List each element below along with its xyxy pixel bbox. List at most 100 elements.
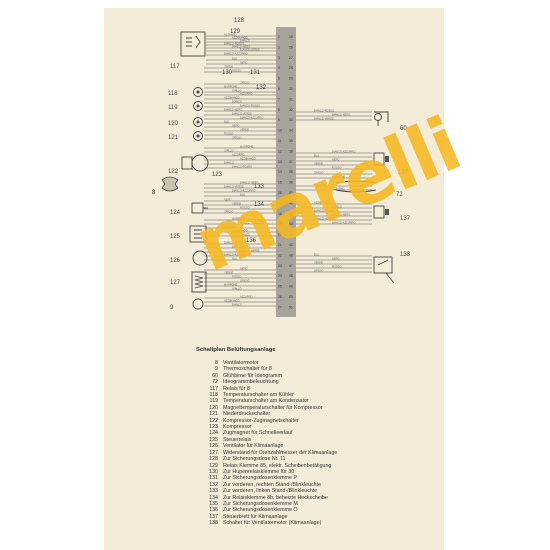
- wire-color-label: VERDE: [224, 270, 233, 274]
- wire-color-label: AZZURRO: [224, 32, 237, 36]
- connector-pin-left: 25: [278, 285, 282, 289]
- connector-pin-left: 2: [278, 45, 280, 49]
- legend-item-number: 132: [209, 481, 218, 488]
- control-relay-125: [189, 225, 207, 243]
- connector-pin-left: 21: [278, 243, 282, 247]
- connector-pin-left: 15: [278, 181, 282, 185]
- wire-color-label: BIANCO-NERO: [232, 44, 250, 48]
- legend-item-number: 126: [209, 443, 218, 450]
- component-number-label: 121: [168, 135, 179, 141]
- component-number-label: 136: [246, 238, 257, 244]
- wire-color-label: MARRONE: [332, 174, 346, 178]
- control-board-137-mid: [373, 205, 389, 219]
- legend-item-number: 60: [212, 372, 218, 379]
- wire-color-label: BLU: [224, 119, 229, 123]
- wire-color-label: BIANCO-NERO: [232, 244, 250, 248]
- wire-color-label: BIANCO: [240, 38, 250, 42]
- connector-pin-right: 39: [289, 181, 293, 185]
- wire-color-label: ROSSO: [224, 131, 233, 135]
- legend-item: 60 Glühbirne für Ideogramm: [196, 373, 436, 379]
- connector-pin-right: 35: [289, 139, 293, 143]
- connector-pin-right: 48: [289, 274, 293, 278]
- legend-item-text: Widerstand für Drehzahlmesser der Klimaa…: [223, 449, 338, 456]
- wire-color-label: MARRONE: [224, 84, 238, 88]
- legend-item-text: Kompressor-Zugmagnetschalter: [223, 417, 299, 424]
- wire-color-label: BIANCO-ROSSO: [314, 108, 334, 112]
- legend-item-text: Kompressor: [223, 424, 252, 431]
- wire-color-labels: AZZURROAZZ/BIANCOBIANCOBIANCO-ROSSOBIANC…: [224, 32, 355, 306]
- connector-pin-left: 18: [278, 212, 282, 216]
- connector-pin-right: 33: [289, 118, 293, 122]
- wire-color-label: BIANCO-AZZURRO: [332, 220, 355, 224]
- fan-switch-138: [373, 256, 395, 284]
- connector-pin-left: 19: [278, 222, 282, 226]
- connector-pin-right: 38: [289, 170, 293, 174]
- wire-color-label: ROSSO: [232, 274, 241, 278]
- connector-pin-right: 30: [289, 87, 293, 91]
- connector-pin-right: 31: [289, 97, 293, 101]
- wire-color-label: BIANCO: [232, 99, 242, 103]
- legend-item-text: Zur vorderen, linken Stand-/Blinkleuchte: [223, 488, 318, 495]
- wire-color-label: BIANCO-VERDE: [240, 248, 260, 252]
- wire-color-label: NERO: [232, 123, 240, 127]
- wire-color-label: AZZURRO: [224, 224, 237, 228]
- legend-item-number: 137: [209, 513, 218, 520]
- compressor-123: [181, 154, 209, 172]
- legend-item-text: Thermoschalter für 8: [223, 366, 272, 373]
- wire-color-label: BIANCO-AZZURRO: [224, 51, 247, 55]
- magnet-switch-120: [193, 117, 203, 127]
- wire-color-label: VERDE: [314, 161, 323, 165]
- wire-color-label: AZZ/BIANCO: [224, 95, 240, 99]
- connector-pin-right: 37: [289, 160, 293, 164]
- legend-item-number: 120: [209, 404, 218, 411]
- connector-pin-left: 12: [278, 149, 282, 153]
- legend-item: 124 Zugmagnet für Schnelleerlauf: [196, 430, 436, 436]
- wire-color-label: GIALLO: [232, 286, 241, 290]
- legend-item-text: Zur Sicherungsdosenklemme M: [223, 500, 298, 507]
- legend-item-number: 118: [209, 392, 218, 399]
- wire-color-label: BIANCO: [232, 302, 242, 306]
- connector-pin-left: 7: [278, 97, 280, 101]
- connector-pin-right: 43: [289, 222, 293, 226]
- connector-pin-left: 26: [278, 295, 282, 299]
- wire-color-label: VERDE: [224, 64, 233, 68]
- legend-item-number: 124: [209, 430, 218, 437]
- legend-item-number: 123: [209, 424, 218, 431]
- connector-pin-left: 24: [278, 274, 282, 278]
- connector-pin-left: 4: [278, 66, 280, 70]
- legend-item-text: Zur Sicherungsdosenklemme P: [223, 475, 297, 482]
- connector-pin-left: 14: [278, 170, 282, 174]
- connector-pin-right: 49: [289, 285, 293, 289]
- legend-item-text: Glühbirne für Ideogramm: [223, 372, 282, 379]
- wire-color-label: ROSSO: [332, 264, 341, 268]
- wire-color-label: BIANCO: [332, 204, 342, 208]
- wire-color-label: AZZ/BIANCO: [232, 228, 248, 232]
- connector-pin-left: 11: [278, 139, 282, 143]
- component-number-label: 8: [152, 190, 156, 196]
- wire-color-label: BIANCO-NERO: [332, 212, 350, 216]
- legend-item-text: Zugmagnet für Schnelleerlauf: [223, 430, 293, 437]
- wire-color-label: BLU: [240, 192, 245, 196]
- legend-item-text: Temperaturschalter am Kondensator: [223, 398, 309, 405]
- legend-item-text: Relais für 8: [223, 385, 250, 392]
- connector-pin-right: 29: [289, 77, 293, 81]
- legend-item-text: Ventilatormotor: [223, 360, 259, 366]
- wire-color-label: BIANCO-NERO: [240, 180, 258, 184]
- wire-color-label: GIALLO: [314, 182, 323, 186]
- component-number-label: 125: [170, 234, 181, 240]
- wire-color-label: BIANCO: [224, 160, 234, 164]
- wire-color-label: BIANCO-AZZURRO: [224, 252, 247, 256]
